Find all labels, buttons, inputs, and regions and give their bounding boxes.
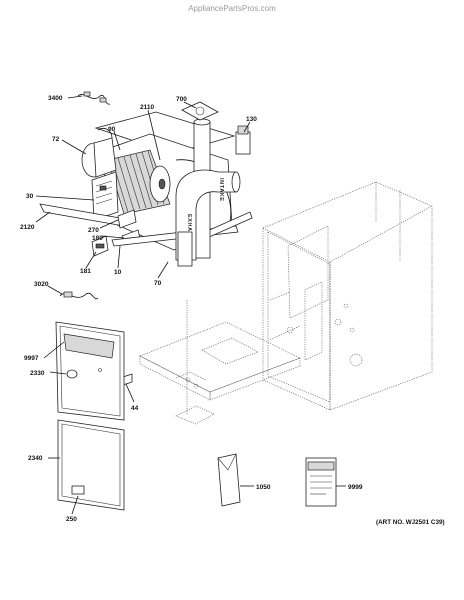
callout-2120: 2120 [20,224,35,231]
exhaust-label: EXHAUST [186,214,192,245]
callout-70: 70 [154,280,162,287]
callout-2110: 2110 [140,104,154,111]
site-watermark: AppliancePartsPros.com [188,4,276,13]
furnace-cabinet [262,181,433,411]
callout-181: 181 [80,268,91,275]
callout-270: 270 [88,227,99,234]
vent-pipes: INTAKE EXHAUST [175,101,241,267]
callout-2330: 2330 [30,370,45,377]
callout-3400: 3400 [48,95,63,102]
upper-door-panel [55,321,125,421]
callout-2340: 2340 [28,455,43,462]
callout-9999: 9999 [348,484,363,491]
callout-labels: 3400 72 90 2110 700 130 30 2120 270 180 … [20,95,445,526]
callout-90: 90 [108,126,116,133]
callout-44: 44 [131,405,139,412]
art-number: (ART NO. WJ2501 C39) [376,519,445,526]
callout-180: 180 [92,235,103,242]
intake-label: INTAKE [218,178,224,202]
callout-130: 130 [246,116,257,123]
callout-30: 30 [26,193,34,200]
callout-700: 700 [176,96,187,103]
callout-10: 10 [114,269,122,276]
base-pan [139,300,301,425]
callout-1050: 1050 [256,484,271,491]
callout-250: 250 [66,516,77,523]
leader-lines [35,95,346,515]
literature [217,453,337,507]
lower-door-panel [57,419,125,511]
callout-3020: 3020 [34,281,49,288]
callout-9997: 9997 [24,355,39,362]
callout-72: 72 [52,136,60,143]
